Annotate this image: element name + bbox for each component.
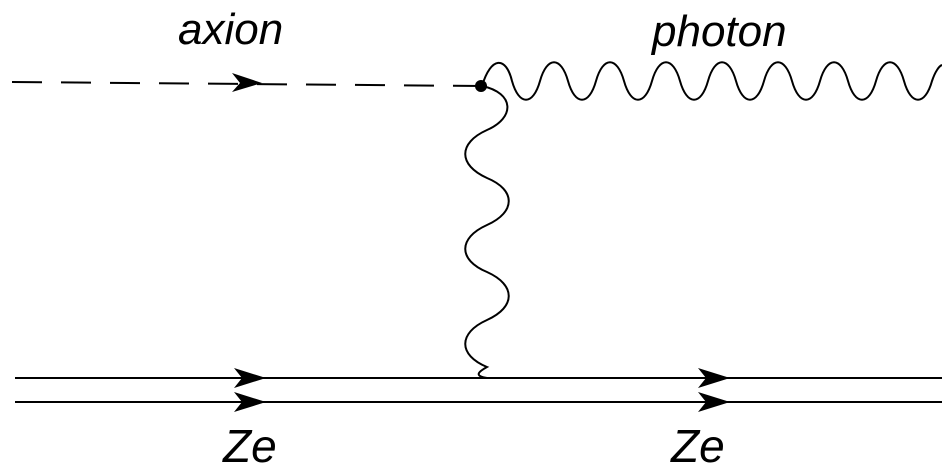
nucleus-in-arrow-upper-icon [234,368,266,388]
nucleus-out-label: Ze [670,420,725,469]
axion-line [11,81,483,87]
nucleus-out-arrow-upper-icon [698,368,730,388]
photon-line [481,61,942,101]
nucleus-in-arrow-lower-icon [234,392,266,412]
photon-label: photon [650,7,787,56]
axion-arrow-icon [232,73,262,92]
nucleus-out-arrow-lower-icon [698,392,730,412]
axion-label: axion [178,5,283,54]
vertex-dot [475,80,487,92]
virtual-photon-line [464,85,510,379]
nucleus-in-label: Ze [222,420,277,469]
